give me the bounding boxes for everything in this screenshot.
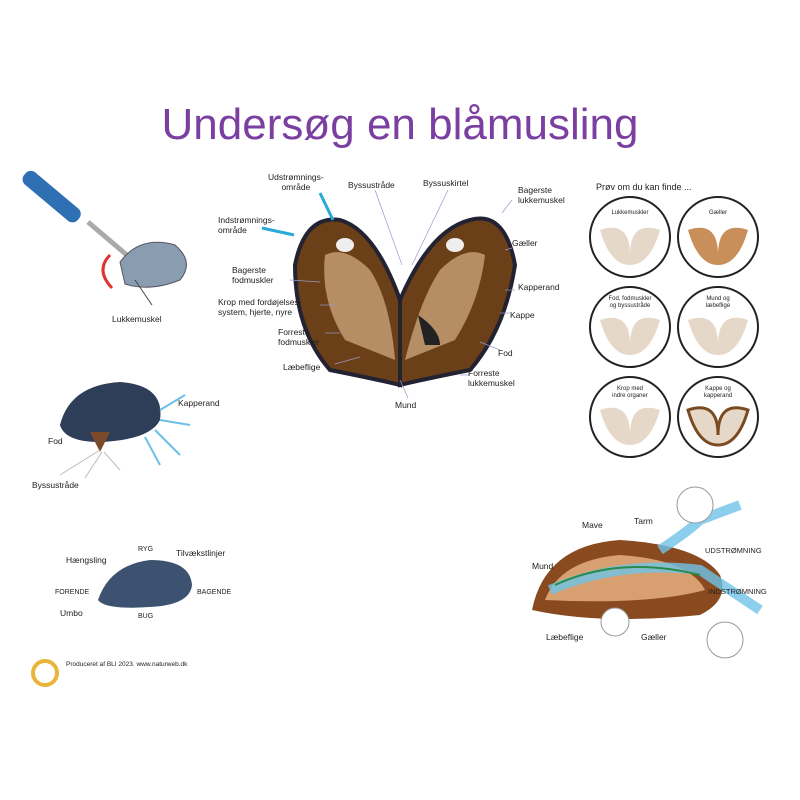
- label-byssustraade-top: Byssustråde: [348, 180, 395, 190]
- label-mave: Mave: [582, 520, 603, 530]
- label-indstromning-flow: INDSTRØMNING: [708, 587, 767, 596]
- find-heading: Prøv om du kan finde ...: [596, 182, 692, 192]
- label-krop: Krop med fordøjelses- system, hjerte, ny…: [218, 297, 302, 317]
- footer-credit: Produceret af BLI 2023. www.naturweb.dk: [66, 661, 188, 668]
- find-item: Mund og læbeflige: [705, 296, 731, 309]
- flow-diagram-illustration: [532, 486, 763, 659]
- label-udstromning: Udstrømnings- område: [268, 172, 324, 192]
- label-bagerste-fodmuskler: Bagerste fodmuskler: [232, 265, 274, 285]
- page-title: Undersøg en blåmusling: [161, 100, 639, 149]
- label-forreste-lukkemuskel: Forreste lukkemuskel: [468, 368, 515, 388]
- label-fod-main: Fod: [498, 348, 513, 358]
- label-laebeflige-flow: Læbeflige: [546, 632, 584, 642]
- side-mussel-illustration: [59, 382, 191, 479]
- label-tarm: Tarm: [634, 516, 653, 526]
- label-byssustraade: Byssustråde: [32, 480, 79, 490]
- label-bagerste-lukkemuskel: Bagerste lukkemuskel: [518, 185, 565, 205]
- label-lukkemuskel: Lukkemuskel: [112, 314, 162, 324]
- label-udstromning-flow: UDSTRØMNING: [705, 546, 762, 555]
- find-item: Gæller: [708, 210, 727, 216]
- label-indstromning: Indstrømnings- område: [218, 215, 275, 235]
- orientation-mussel-illustration: [98, 560, 192, 608]
- label-tilvaekstlinjer: Tilvækstlinjer: [176, 548, 226, 558]
- label-haengsling: Hængsling: [66, 555, 107, 565]
- label-bagende: BAGENDE: [197, 589, 232, 596]
- label-umbo: Umbo: [60, 608, 83, 618]
- label-forende: FORENDE: [55, 589, 90, 596]
- find-item: Krop med indre organer: [612, 386, 648, 399]
- opened-mussel-illustration: [261, 189, 518, 399]
- label-byssuskirtel: Byssuskirtel: [423, 178, 469, 188]
- knife-illustration: [22, 170, 187, 306]
- label-gaeller-flow: Gæller: [641, 632, 667, 642]
- logo-ring: [31, 659, 59, 687]
- label-kappe: Kappe: [510, 310, 535, 320]
- label-ryg: RYG: [138, 546, 154, 553]
- label-mund: Mund: [395, 400, 417, 410]
- label-laebeflige: Læbeflige: [283, 362, 321, 372]
- label-fod: Fod: [48, 436, 63, 446]
- label-kapperand: Kapperand: [178, 398, 220, 408]
- label-kapperand-main: Kapperand: [518, 282, 560, 292]
- label-forreste-fodmuskler: Forreste fodmuskler: [278, 327, 320, 347]
- find-item: Fod, fodmuskler og byssustråde: [608, 296, 652, 309]
- label-gaeller: Gæller: [512, 238, 538, 248]
- find-circles: [589, 196, 759, 458]
- label-mund-flow: Mund: [532, 561, 554, 571]
- label-bug: BUG: [138, 613, 154, 620]
- find-item: Kappe og kapperand: [703, 386, 733, 399]
- find-item: Lukkemuskler: [611, 210, 649, 216]
